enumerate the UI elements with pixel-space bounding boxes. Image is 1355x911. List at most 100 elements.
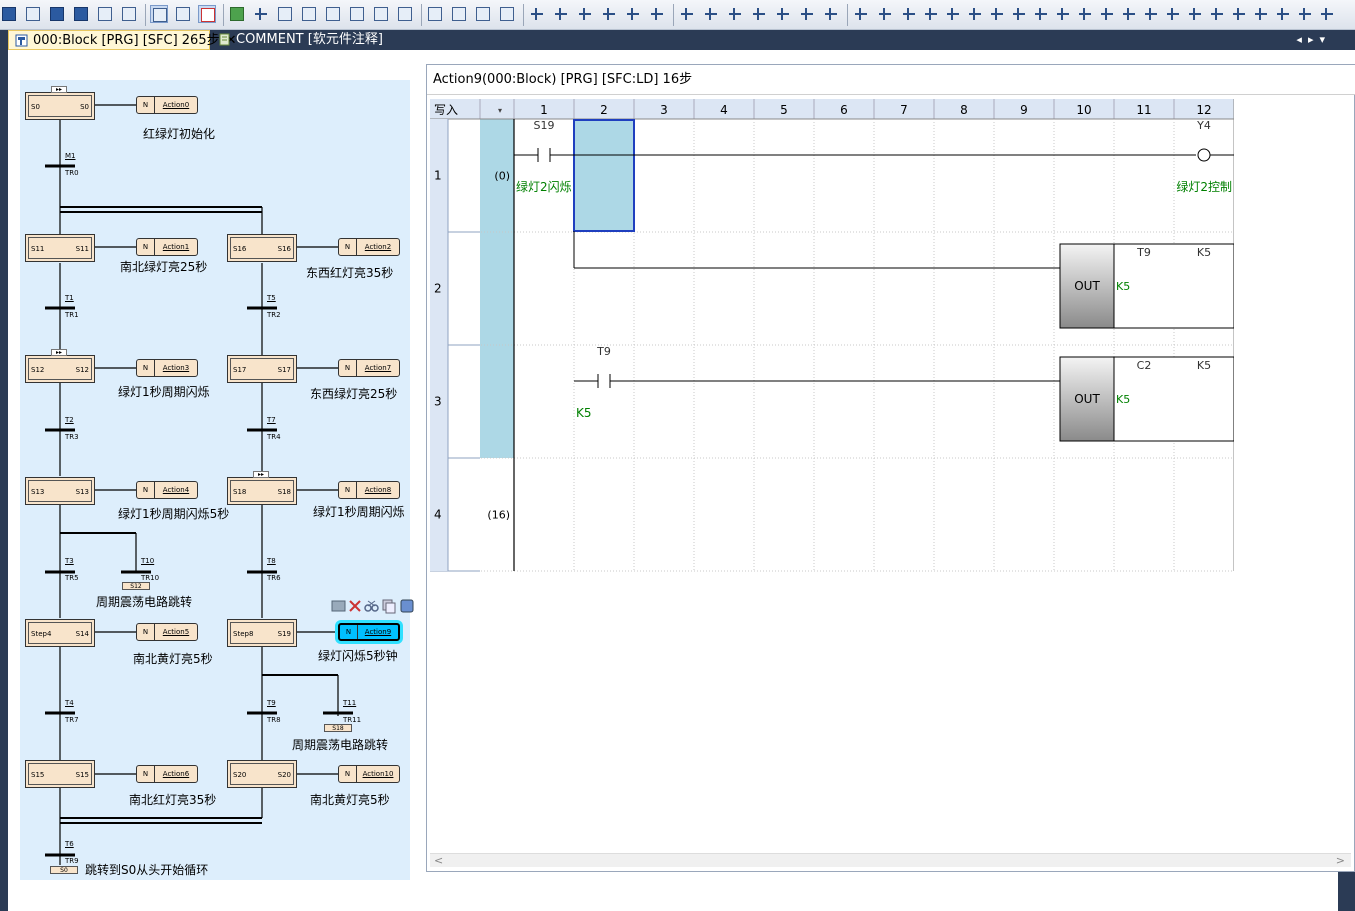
toolbar-button[interactable] [900,5,918,23]
toolbar-button[interactable] [396,5,414,23]
toolbar-button[interactable] [1252,5,1270,23]
row-header-cell[interactable] [430,458,448,571]
write-mode-label[interactable]: 写入 [434,103,458,117]
toolbar-button[interactable] [1076,5,1094,23]
toolbar-button[interactable] [252,5,270,23]
toolbar-button[interactable] [48,5,66,23]
toolbar-button[interactable] [174,5,192,23]
toolbar-button[interactable] [552,5,570,23]
toolbar-button[interactable] [1010,5,1028,23]
toolbar-button[interactable] [798,5,816,23]
toolbar-button[interactable] [348,5,366,23]
toolbar-button[interactable] [922,5,940,23]
toolbar-button[interactable] [120,5,138,23]
toolbar-button[interactable] [72,5,90,23]
jump-target[interactable]: S0 [50,866,78,874]
toolbar-button[interactable] [228,5,246,23]
toolbar-button[interactable] [750,5,768,23]
toolbar-button[interactable] [0,5,18,23]
toolbar-button[interactable] [774,5,792,23]
toolbar-button[interactable] [498,5,516,23]
toolbar-button[interactable] [1208,5,1226,23]
toolbar-button[interactable] [1274,5,1292,23]
toolbar-button[interactable] [624,5,642,23]
toolbar-button[interactable] [678,5,696,23]
toolbar-button[interactable] [450,5,468,23]
toolbar-button[interactable] [474,5,492,23]
cursor-cell[interactable] [573,119,635,232]
toolbar-button[interactable] [324,5,342,23]
toolbar-button[interactable] [822,5,840,23]
toolbar-button[interactable] [276,5,294,23]
toolbar-button[interactable] [96,5,114,23]
toolbar-button[interactable] [528,5,546,23]
toolbar-button[interactable] [150,5,168,23]
coil-symbol[interactable] [1197,148,1211,162]
toolbar-button[interactable] [1230,5,1248,23]
toolbar-button[interactable] [600,5,618,23]
row-header-cell[interactable] [430,345,448,458]
toolbar-button[interactable] [1186,5,1204,23]
toolbar-button[interactable] [1098,5,1116,23]
toolbar-button[interactable] [1032,5,1050,23]
function-block-instruction[interactable] [1059,356,1115,442]
toolbar-button[interactable] [1120,5,1138,23]
toolbar-button[interactable] [988,5,1006,23]
toolbar-button[interactable] [1142,5,1160,23]
scroll-left-icon[interactable]: < [434,854,444,867]
toolbar-button[interactable] [966,5,984,23]
toolbar-button[interactable] [300,5,318,23]
ladder-editor-window[interactable]: Action9(000:Block) [PRG] [SFC:LD] 16步 写入… [426,64,1355,872]
toolbar-button[interactable] [852,5,870,23]
toolbar-button[interactable] [576,5,594,23]
action-toolbar-icons[interactable] [331,598,417,614]
toolbar-button[interactable] [1164,5,1182,23]
toolbar-button[interactable] [198,5,216,23]
jump-target[interactable]: S18 [324,724,352,732]
tab-comment[interactable]: COMMENT [软元件注释] [212,30,389,50]
toolbar-button[interactable] [426,5,444,23]
toolbar-button[interactable] [372,5,390,23]
toolbar-button[interactable] [876,5,894,23]
toolbar-button[interactable] [726,5,744,23]
toolbar-button[interactable] [1318,5,1336,23]
mode-dropdown-icon[interactable]: ▾ [498,106,502,115]
row-header-cell[interactable] [430,232,448,345]
horizontal-scrollbar[interactable]: < > [430,853,1351,867]
toolbar-button[interactable] [648,5,666,23]
toolbar-button[interactable] [702,5,720,23]
scroll-right-icon[interactable]: > [1335,854,1345,867]
toolbar-button[interactable] [944,5,962,23]
function-block-instruction[interactable] [1059,243,1115,329]
toolbar-button[interactable] [1054,5,1072,23]
tab-scroll-arrows[interactable]: ◂▸▾ [1296,33,1331,46]
row-header-cell[interactable] [430,119,448,232]
close-icon[interactable]: ✕ [225,33,237,48]
toolbar-button[interactable] [1296,5,1314,23]
tab-sfc-block[interactable]: 000:Block [PRG] [SFC] 265步✕ [8,30,237,50]
